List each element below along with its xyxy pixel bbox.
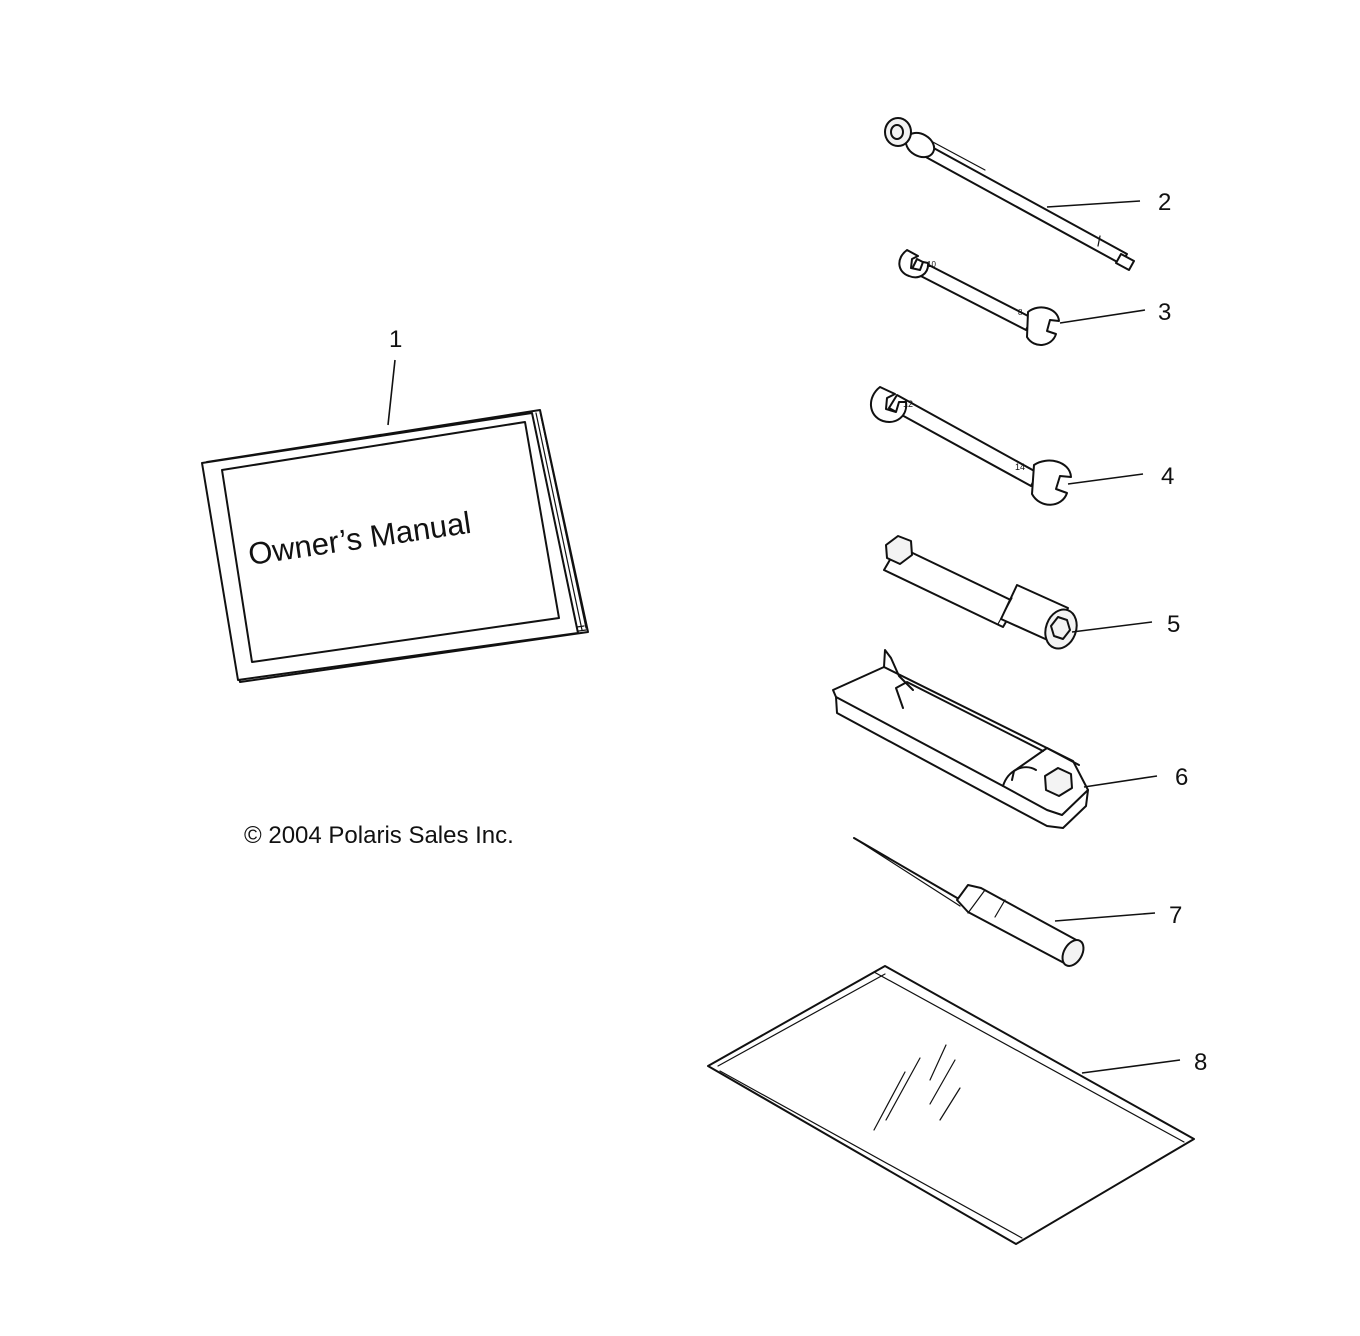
- small-open-end-wrench-icon: 10 8: [898, 249, 1060, 346]
- svg-text:10: 10: [927, 260, 936, 269]
- callout-5: 5: [1167, 611, 1180, 638]
- screwdriver-icon: [853, 837, 1085, 967]
- callout-7: 7: [1169, 902, 1182, 929]
- callout-labels: 1 2 3 4 5 6 7 8: [389, 189, 1207, 1076]
- tire-pressure-gauge-icon: [884, 117, 1135, 271]
- tool-holder-wrench-icon: [832, 649, 1089, 829]
- leader-lines: [387, 200, 1181, 1074]
- callout-1: 1: [389, 326, 402, 353]
- callout-4: 4: [1161, 463, 1174, 490]
- svg-text:12: 12: [903, 399, 913, 409]
- copyright-notice: © 2004 Polaris Sales Inc.: [244, 822, 514, 849]
- spark-plug-socket-wrench-icon: [883, 535, 1078, 650]
- callout-2: 2: [1158, 189, 1171, 216]
- callout-8: 8: [1194, 1049, 1207, 1076]
- callout-3: 3: [1158, 299, 1171, 326]
- tool-pouch-icon: [707, 965, 1195, 1245]
- owners-manual-icon: Owner’s Manual: [201, 409, 589, 683]
- open-end-wrench-icon: 12 14: [870, 386, 1072, 506]
- callout-6: 6: [1175, 764, 1188, 791]
- svg-text:8: 8: [1018, 308, 1023, 317]
- svg-text:14: 14: [1015, 462, 1025, 472]
